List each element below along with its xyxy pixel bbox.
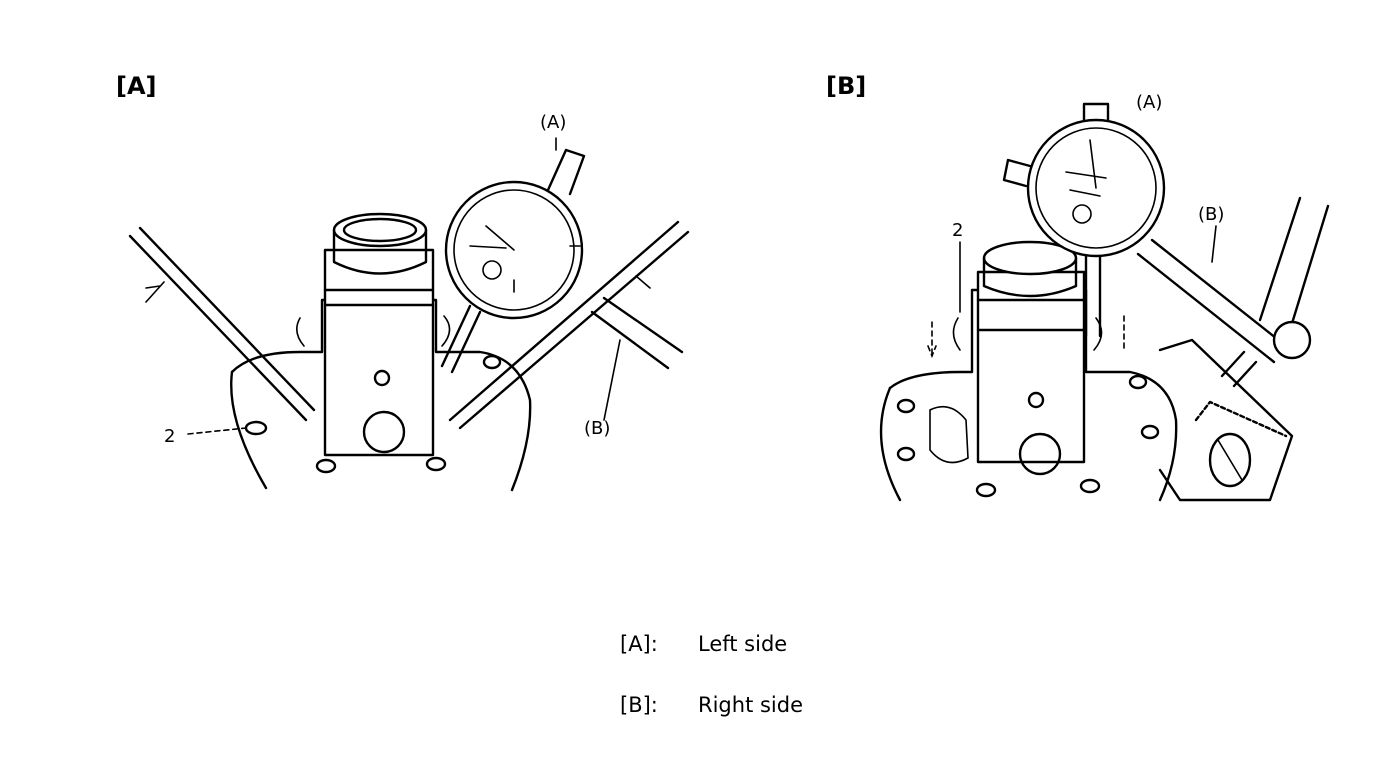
movement-arrows — [927, 315, 1125, 359]
bolt-right — [1140, 424, 1160, 440]
dial-sub-dial — [482, 260, 502, 280]
arm-leader-a — [603, 339, 621, 421]
dial-top-stem — [1082, 102, 1110, 122]
bolt-left — [896, 398, 916, 414]
legend-text-a: Left side — [698, 632, 788, 656]
part-number-a: 2 — [164, 426, 175, 447]
gear-teeth — [929, 405, 969, 464]
housing-neck — [976, 270, 1086, 464]
dial-sub-dial — [1072, 204, 1092, 224]
legend-row-a: [A]: Left side — [620, 632, 787, 656]
dial-gauge-bezel — [1035, 127, 1157, 249]
arm-leader-b — [1211, 225, 1217, 263]
left-pry-bar — [128, 226, 316, 422]
dial-needle — [1065, 139, 1107, 197]
dial-arm — [590, 296, 684, 370]
neck-rings — [976, 298, 1086, 332]
housing-left-edge — [879, 386, 902, 502]
housing-ears — [296, 315, 451, 347]
clamp-post — [1220, 350, 1258, 388]
bolt-bottom-right — [425, 456, 447, 472]
support-rod — [1258, 196, 1330, 332]
top-bore-inner — [342, 217, 418, 243]
small-hole — [373, 369, 391, 387]
legend-key-b: [B]: — [620, 693, 658, 717]
bolt-left-low — [896, 446, 916, 462]
magnetic-base — [1158, 338, 1294, 502]
legend-key-a: [A]: — [620, 632, 658, 656]
rod-clamp — [1272, 320, 1312, 360]
center-hole — [362, 410, 406, 454]
panel-a-illustration: (A) (B) 2 — [128, 112, 690, 492]
housing-left-edge — [230, 370, 268, 490]
small-hole — [1027, 391, 1045, 409]
legend-text-b: Right side — [698, 693, 803, 717]
dial-needle — [469, 225, 581, 293]
bolt-bottom-right — [1079, 478, 1101, 494]
center-hole — [1018, 432, 1062, 476]
dial-stem — [546, 148, 586, 196]
housing-ears — [952, 317, 1103, 351]
dial-plunger — [440, 304, 482, 374]
top-bore-wall — [982, 256, 1078, 298]
right-pry-bar — [448, 220, 690, 430]
base-top-edge — [1194, 400, 1288, 438]
bolt-bottom-left — [975, 482, 997, 498]
neck-rings — [323, 288, 435, 307]
part-leader-a — [187, 427, 247, 435]
pry-arrows — [145, 275, 651, 303]
top-bore-wall — [332, 228, 428, 275]
housing-neck — [323, 248, 435, 457]
bolt-top-right — [1128, 374, 1148, 390]
legend-row-b: [B]: Right side — [620, 693, 803, 717]
panel-b-illustration: (A) (B) 2 — [879, 92, 1330, 502]
dial-gauge-bezel — [453, 189, 575, 311]
dial-arm — [1136, 238, 1288, 364]
bolt-right — [482, 354, 502, 370]
dial-label-b: (A) — [1136, 92, 1162, 113]
arm-label-a: (B) — [584, 418, 610, 439]
dial-plunger — [1084, 254, 1102, 338]
panel-b-title: [B] — [826, 72, 867, 100]
housing-outline — [888, 288, 1178, 502]
dial-label-a: (A) — [540, 112, 566, 133]
part-number-b: 2 — [952, 220, 963, 241]
arm-label-b: (B) — [1198, 204, 1224, 225]
base-knob — [1208, 432, 1252, 488]
bolt-left — [244, 420, 268, 436]
dial-side-stem — [1002, 158, 1032, 188]
bolt-bottom-left — [315, 458, 337, 474]
base-knob-slot — [1217, 439, 1243, 481]
panel-a-title: [A] — [116, 72, 157, 100]
